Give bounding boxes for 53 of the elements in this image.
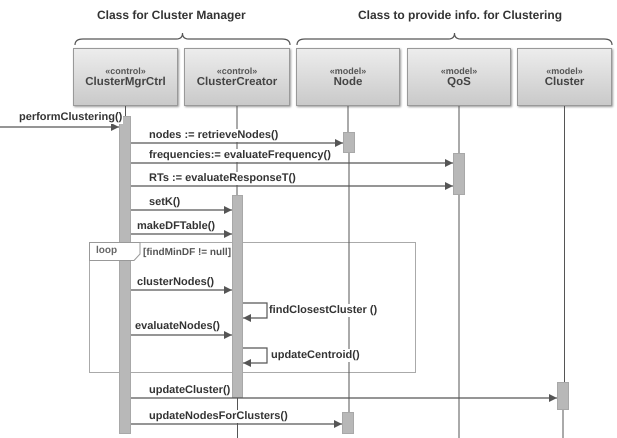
guard-condition: [findMinDF != null] <box>143 247 232 258</box>
message-label: findClosestCluster () <box>268 304 378 317</box>
message-arrow <box>131 331 232 339</box>
stereotype: «model» <box>546 66 583 76</box>
message-arrow <box>131 139 343 147</box>
lifeline-header <box>407 48 511 106</box>
class-name: Node <box>334 76 362 88</box>
message-label: evaluateNodes() <box>134 320 221 333</box>
class-name: ClusterMgrCtrl <box>85 76 166 88</box>
message-arrow <box>131 230 232 238</box>
activation-bar <box>343 132 355 153</box>
activation-bar <box>342 412 354 434</box>
message-arrow <box>131 420 342 428</box>
lifeline <box>125 106 126 116</box>
group-title: Class for Cluster Manager <box>97 8 246 22</box>
message-label: frequencies:= evaluateFrequency() <box>148 149 332 162</box>
message-label: updateCentroid() <box>270 349 361 362</box>
lifeline-header <box>184 48 290 106</box>
message-arrow <box>131 159 453 167</box>
activation-bar <box>453 153 465 195</box>
message-arrow <box>131 206 232 214</box>
class-name: Cluster <box>544 76 584 88</box>
message-label: updateNodesForClusters() <box>148 410 289 423</box>
lifeline <box>564 106 565 382</box>
message-label: updateCluster() <box>148 384 232 397</box>
message-label: clusterNodes() <box>136 276 216 289</box>
stereotype: «model» <box>440 66 478 76</box>
class-name: ClusterCreator <box>196 76 278 88</box>
message-label: RTs := evaluateResponseT() <box>148 172 297 185</box>
message-arrow <box>131 394 557 402</box>
activation-bar <box>557 382 569 410</box>
stereotype: «control» <box>105 66 146 76</box>
stereotype: «model» <box>330 66 366 76</box>
group-title: Class to provide info. for Clustering <box>358 8 562 22</box>
message-arrow <box>0 123 119 131</box>
lifeline-header <box>73 48 178 106</box>
lifeline <box>458 106 460 154</box>
message-label: performClustering() <box>18 111 124 124</box>
lifeline <box>348 152 350 412</box>
class-name: QoS <box>447 76 471 88</box>
self-message-arrow <box>243 302 268 322</box>
self-message-arrow <box>243 347 268 367</box>
message-arrow <box>131 182 453 190</box>
activation-bar <box>232 195 243 398</box>
lifeline-header <box>517 48 612 106</box>
message-label: makeDFTable() <box>136 220 216 233</box>
lifeline-header <box>296 48 400 106</box>
stereotype: «control» <box>216 66 258 76</box>
lifeline <box>562 410 564 438</box>
message-label: nodes := retrieveNodes() <box>148 129 280 142</box>
message-label: setK() <box>148 196 182 209</box>
message-arrow <box>131 286 232 294</box>
lifeline <box>458 194 460 438</box>
